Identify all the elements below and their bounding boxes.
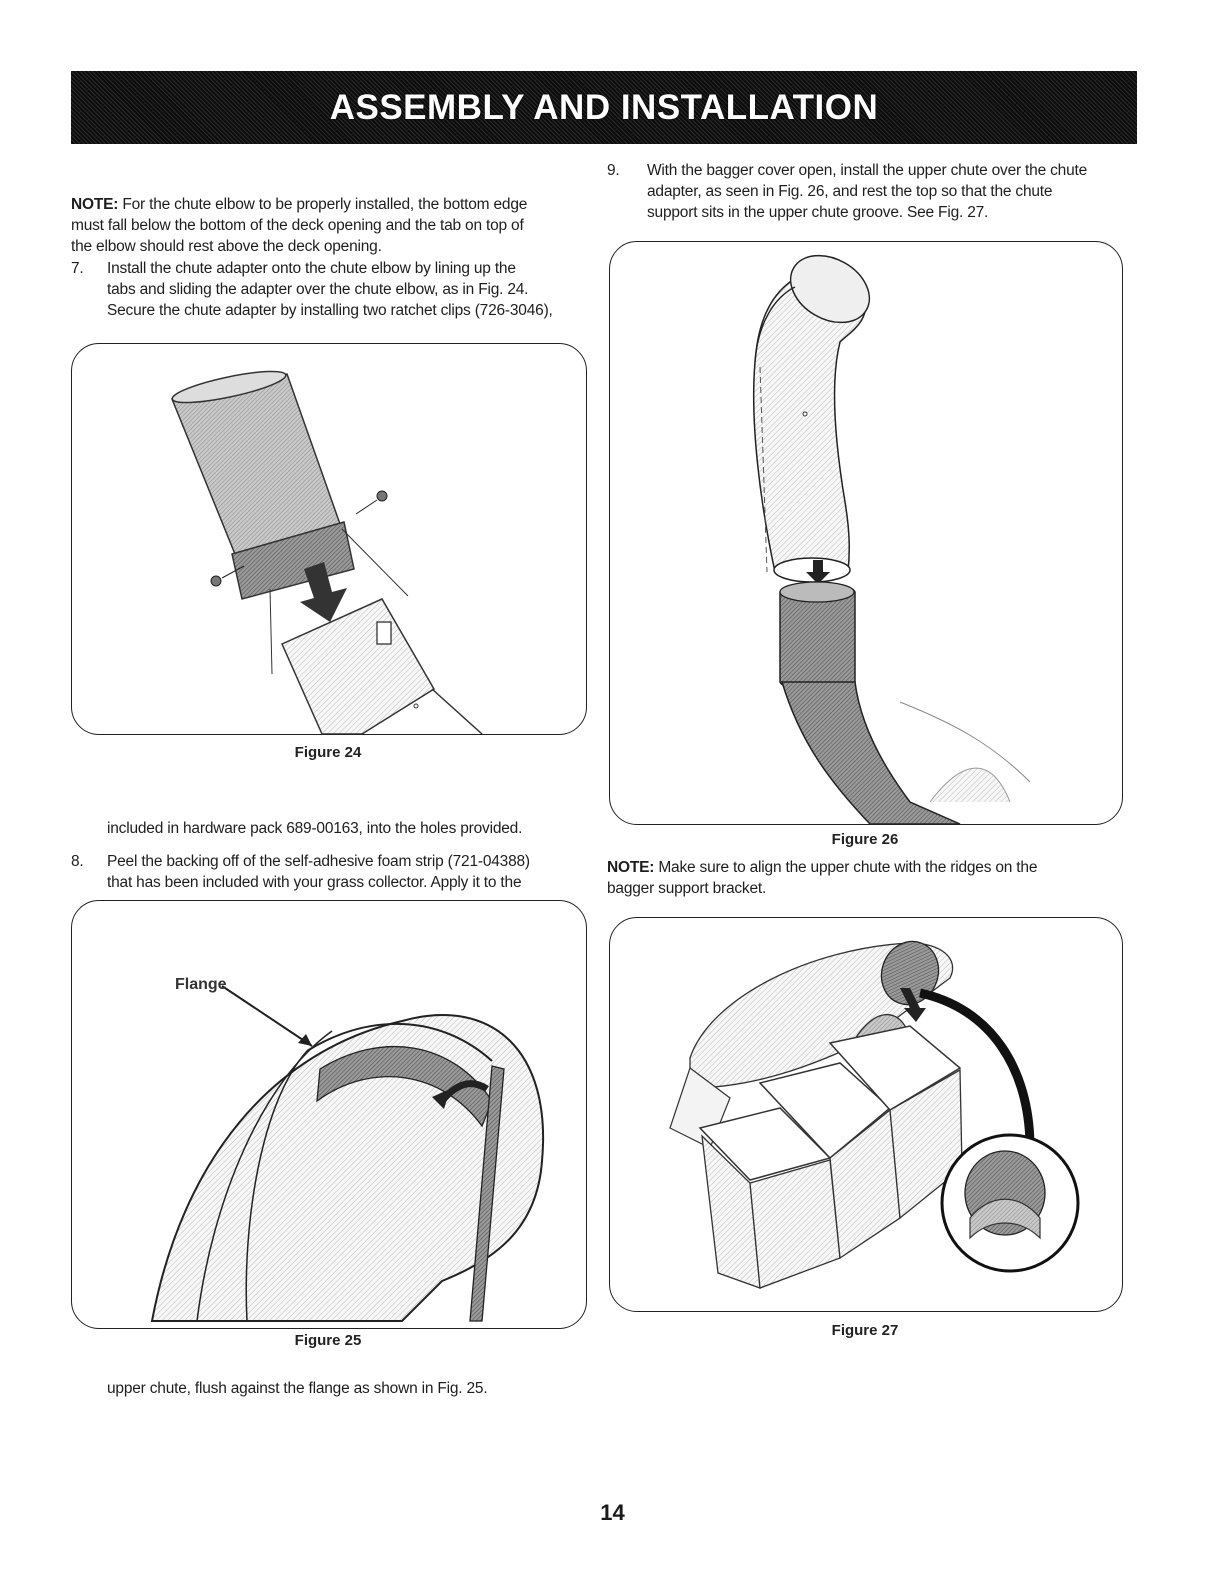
left-note: NOTE: For the chute elbow to be properly… [71,194,591,257]
step-9-number: 9. [607,162,620,179]
note-label: NOTE: [71,196,119,213]
left-note-line-1: NOTE: For the chute elbow to be properly… [71,196,528,213]
right-note-line-2: bagger support bracket. [607,880,767,897]
right-note-line-1: NOTE: Make sure to align the upper chute… [607,859,1038,876]
figure-24-illustration [170,370,483,734]
step-8-line-2: that has been included with your grass c… [107,874,522,891]
page-title: ASSEMBLY AND INSTALLATION [329,87,879,127]
figure-26-caption: Figure 26 [831,831,899,848]
figure-25-frame: Flange [71,900,587,1329]
step-9-line-3: support sits in the upper chute groove. … [647,204,989,221]
step-7-continued: included in hardware pack 689-00163, int… [107,820,523,837]
step-8-number: 8. [71,853,84,870]
header-banner: ASSEMBLY AND INSTALLATION [71,71,1137,144]
step-9-line-2: adapter, as seen in Fig. 26, and rest th… [647,183,1053,200]
step-7-line-2: tabs and sliding the adapter over the ch… [107,281,529,298]
right-note: NOTE: Make sure to align the upper chute… [607,857,1137,899]
figure-27-frame [609,917,1123,1312]
step-7: 7. Install the chute adapter onto the ch… [71,258,591,321]
note-label: NOTE: [607,859,655,876]
step-7-line-3: Secure the chute adapter by installing t… [107,302,553,319]
step-9: 9. With the bagger cover open, install t… [607,160,1137,223]
figure-24-caption: Figure 24 [294,744,362,761]
figure-25-illustration: Flange [150,976,545,1322]
step-8-line-1: Peel the backing off of the self-adhesiv… [107,853,530,870]
figure-25-caption: Figure 25 [294,1332,362,1349]
left-note-line-3: the elbow should rest above the deck ope… [71,238,382,255]
page-number: 14 [600,1500,625,1525]
flange-label: Flange [175,976,227,993]
step-7-line-1: Install the chute adapter onto the chute… [107,260,516,277]
figure-26-illustration [752,254,1031,824]
step-7-number: 7. [71,260,84,277]
figure-27-illustration [669,940,1080,1289]
figure-27-caption: Figure 27 [831,1322,899,1339]
step-8: 8. Peel the backing off of the self-adhe… [71,851,591,893]
figure-24-frame [71,343,587,735]
left-note-line-2: must fall below the bottom of the deck o… [71,217,524,234]
figure-26-frame [609,241,1123,825]
step-9-line-1: With the bagger cover open, install the … [647,162,1088,179]
step-8-continued: upper chute, flush against the flange as… [107,1380,488,1397]
